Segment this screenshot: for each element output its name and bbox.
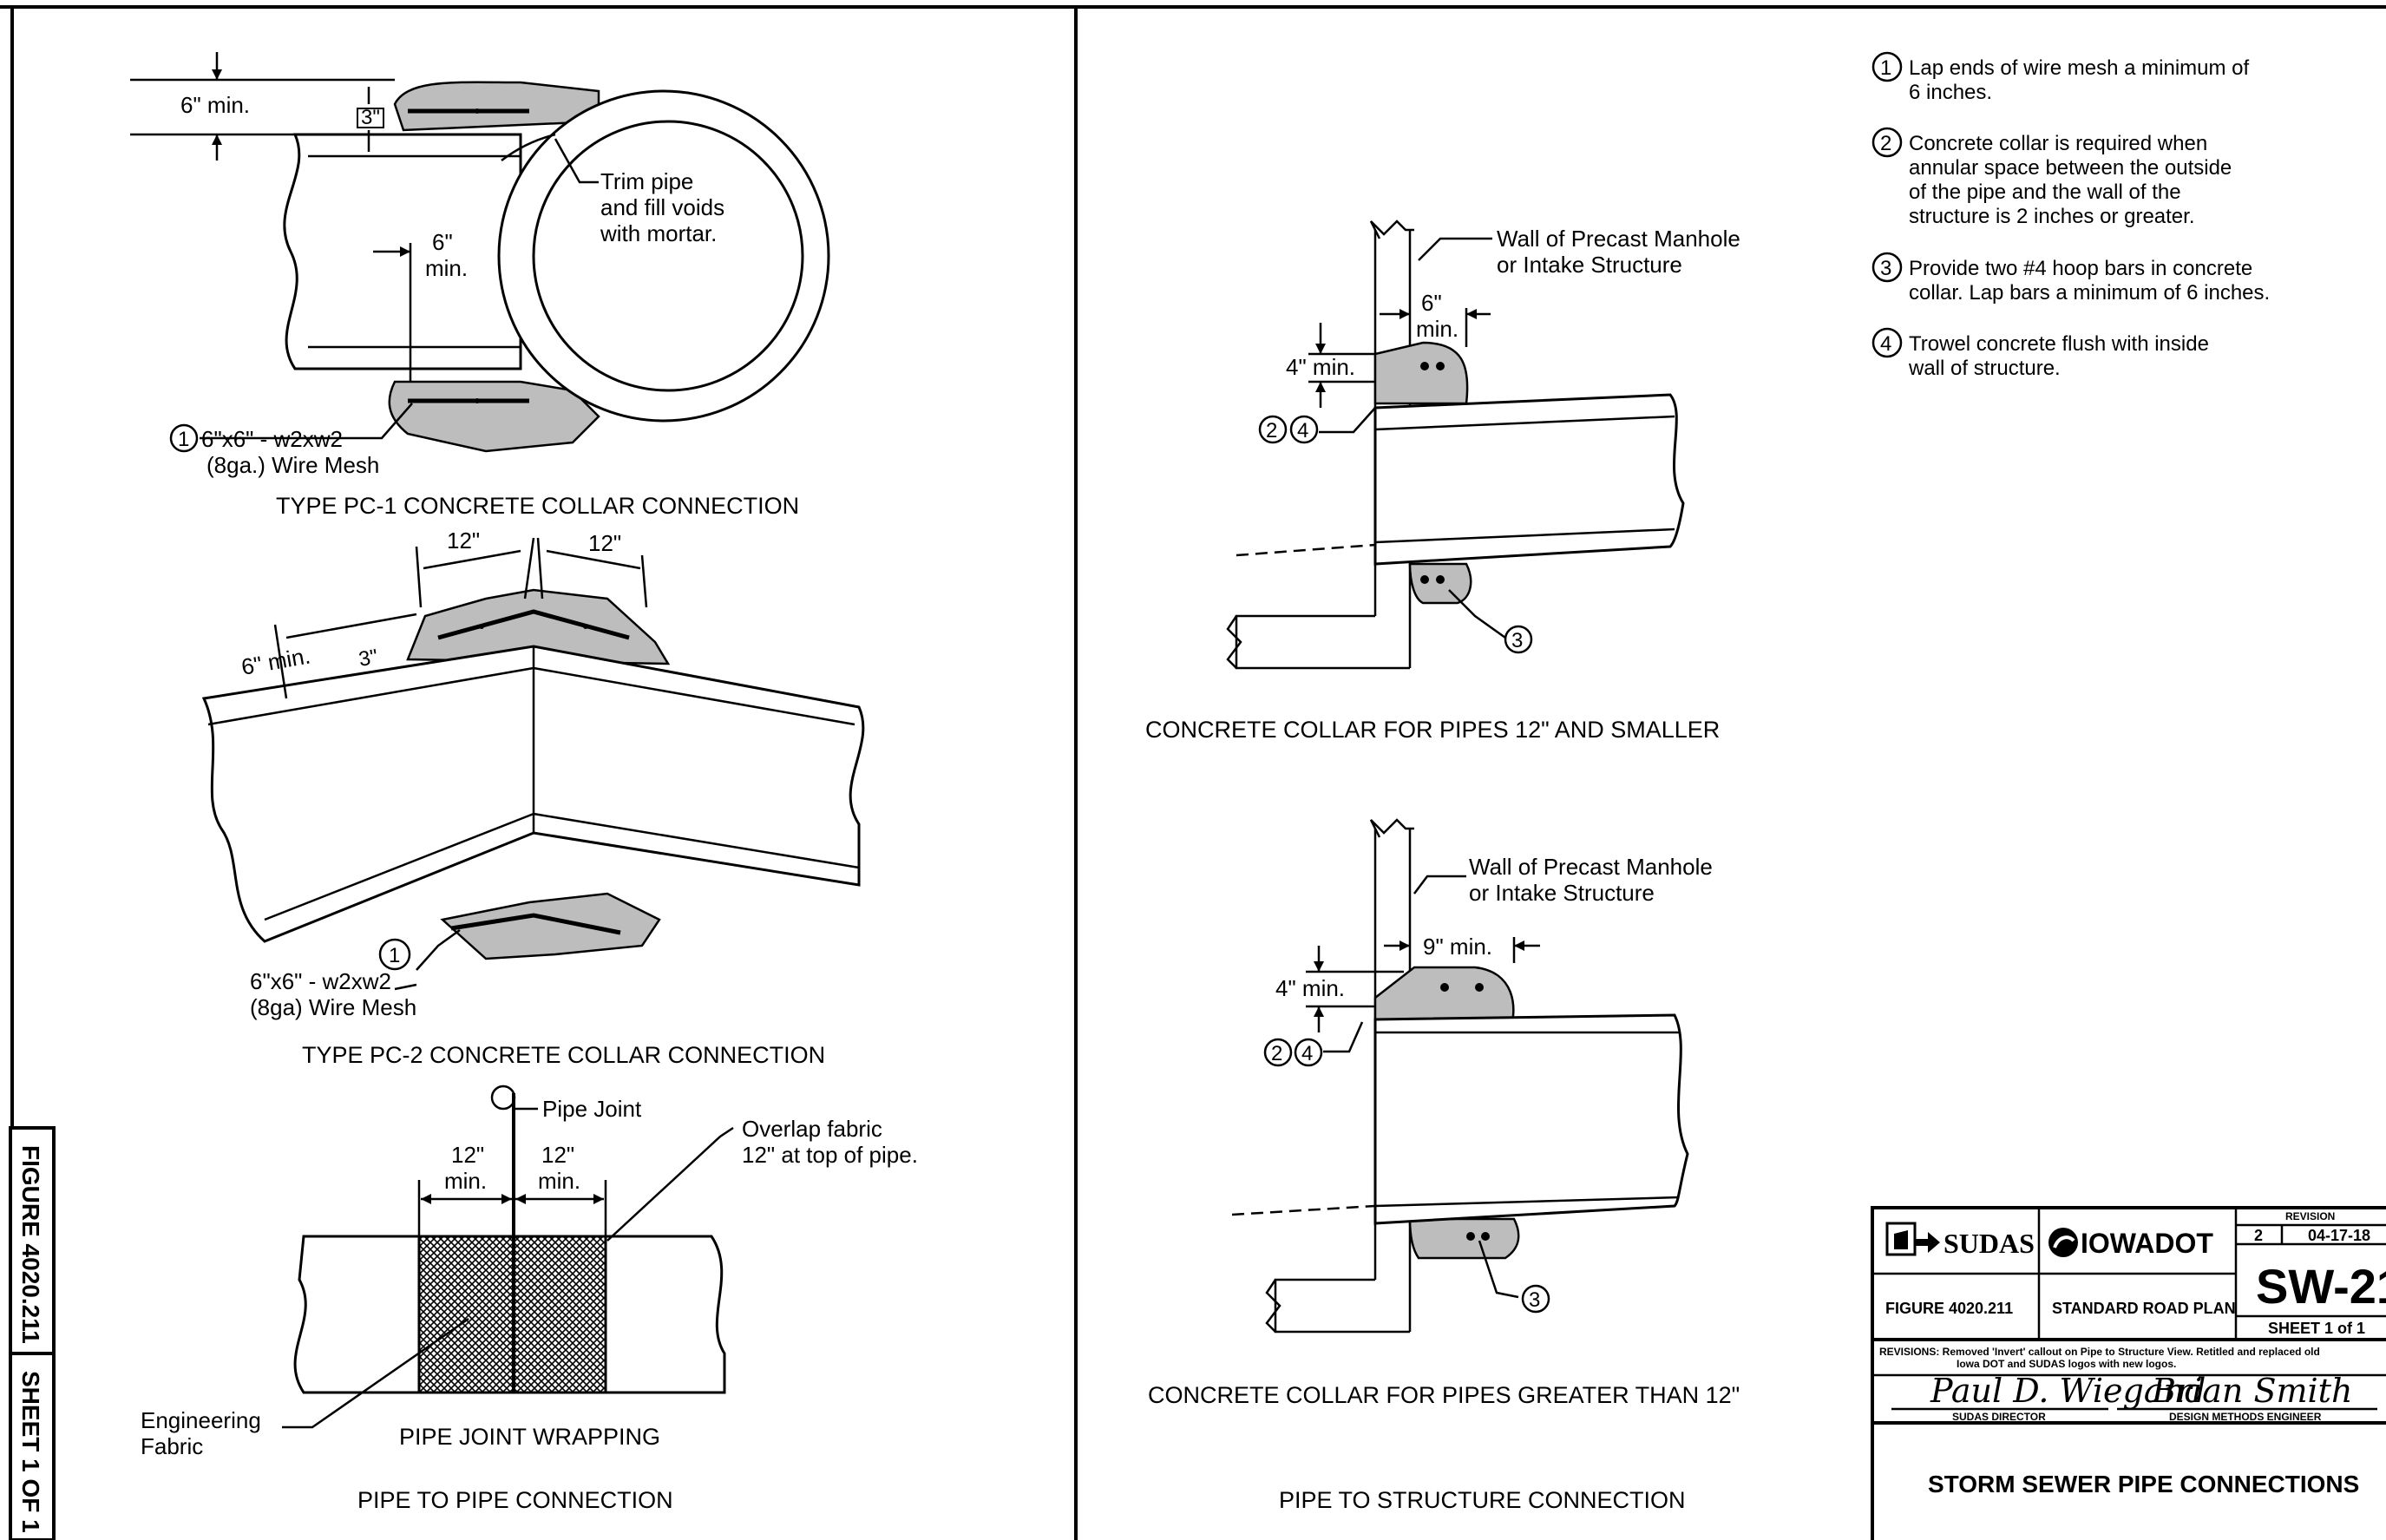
revision-num: 2 [2254,1227,2263,1244]
pc2-mesh-1: 6"x6" - w2xw2 [250,968,391,994]
signature-right: Brian Smith [2151,1372,2352,1410]
note-3-line-1: Provide two #4 hoop bars in concrete [1909,257,2252,280]
pc1-dim-6: 6" [432,229,453,255]
note-1: 1 Lap ends of wire mesh a minimum of 6 i… [1871,51,2250,104]
revision-label: REVISION [2285,1210,2335,1222]
small-c3: 3 [1511,629,1523,652]
pc1-dim-6min: 6" min. [180,92,250,118]
structure-large-detail: Wall of Precast Manhole or Intake Struct… [1148,818,1740,1408]
revisions-line-1: REVISIONS: Removed 'Invert' callout on P… [1879,1346,2320,1358]
small-c4: 4 [1297,419,1308,442]
pc1-callout-1: 1 [178,428,189,451]
note-2-line-1: Concrete collar is required when [1909,132,2207,155]
pc1-mesh-2: (8ga.) Wire Mesh [206,452,379,478]
note-3: 3 Provide two #4 hoop bars in concrete c… [1871,252,2270,305]
pc2-dim-6min: 6" min. [239,642,312,679]
note-2-line-3: of the pipe and the wall of the [1909,180,2181,204]
sidebar-figure: FIGURE 4020.211 [17,1145,44,1344]
wrap-detail: Pipe Joint 12" min. 12" min. Overlap fab… [141,1085,918,1459]
revisions-line-2: Iowa DOT and SUDAS logos with new logos. [1957,1358,2176,1370]
pc1-dim-min: min. [425,255,468,281]
wrap-fabric-2: Fabric [141,1433,203,1459]
role-right: DESIGN METHODS ENGINEER [2169,1411,2322,1423]
note-2-num: 2 [1880,132,1891,155]
pipe-to-structure-title: PIPE TO STRUCTURE CONNECTION [1279,1487,1686,1513]
pc2-dim-3: 3" [357,645,379,672]
note-2-line-2: annular space between the outside [1909,156,2232,180]
sheet-border [0,5,2386,1540]
large-c4: 4 [1301,1042,1313,1065]
structure-small-detail: Wall of Precast Manhole or Intake Struct… [1145,220,1740,743]
sidebar-sheet: SHEET 1 OF 1 [17,1371,44,1533]
figure-number: FIGURE 4020.211 [1885,1300,2013,1317]
large-dim-4min: 4" min. [1275,975,1345,1001]
signature-left: Paul D. Wiegand [1930,1372,2206,1410]
note-1-num: 1 [1880,56,1891,80]
note-4-line-2: wall of structure. [1908,357,2061,380]
pc1-dim-3: 3" [361,106,380,129]
pc2-detail: 12" 12" 6" min. 3" 1 6"x6" - w2xw2 (8ga)… [201,528,865,1068]
large-title: CONCRETE COLLAR FOR PIPES GREATER THAN 1… [1148,1382,1740,1408]
drawing-title: STORM SEWER PIPE CONNECTIONS [1928,1471,2359,1497]
note-3-line-2: collar. Lap bars a minimum of 6 inches. [1909,281,2270,305]
large-c2: 2 [1271,1042,1282,1065]
wrap-dim-12a: 12" [451,1142,484,1168]
pc1-trim-1: Trim pipe [600,168,693,194]
iowadot-text: IOWADOT [2081,1228,2213,1259]
sidebar: FIGURE 4020.211 SHEET 1 OF 1 [9,1126,56,1540]
plan-code: SW-211 [2256,1259,2386,1314]
pc1-mesh-1: 6"x6" - w2xw2 [201,426,343,452]
small-dim-6: 6" [1421,290,1442,316]
wrap-dim-min-a: min. [444,1168,487,1194]
small-dim-4min: 4" min. [1286,354,1355,380]
role-left: SUDAS DIRECTOR [1952,1411,2046,1423]
pipe-to-pipe-title: PIPE TO PIPE CONNECTION [357,1487,673,1513]
note-4: 4 Trowel concrete flush with inside wall… [1871,327,2209,380]
pc2-mesh-2: (8ga) Wire Mesh [250,994,416,1020]
note-1-line-2: 6 inches. [1909,81,1992,104]
small-wall-1: Wall of Precast Manhole [1497,226,1740,252]
large-dim-9min: 9" min. [1423,934,1492,960]
iowadot-logo: IOWADOT [2048,1228,2213,1259]
pc1-trim-2: and fill voids [600,194,724,220]
general-notes: 1 Lap ends of wire mesh a minimum of 6 i… [1871,51,2270,380]
wrap-dim-12b: 12" [541,1142,574,1168]
note-4-num: 4 [1880,332,1891,356]
sudas-text: SUDAS [1944,1228,2035,1259]
note-1-line-1: Lap ends of wire mesh a minimum of [1909,56,2250,80]
small-c2: 2 [1266,419,1277,442]
wrap-overlap-2: 12" at top of pipe. [742,1142,918,1168]
pc1-detail: 6" min. 3" 6" min. Trim pipe and fill vo… [130,52,830,519]
wrap-overlap-1: Overlap fabric [742,1116,882,1142]
wrap-title: PIPE JOINT WRAPPING [399,1424,660,1450]
large-wall-1: Wall of Precast Manhole [1469,854,1713,880]
small-wall-2: or Intake Structure [1497,252,1682,278]
wrap-pipe-joint: Pipe Joint [542,1096,642,1122]
pc2-dim-12a: 12" [447,528,480,554]
sudas-logo: SUDAS [1885,1222,2035,1259]
pc1-title: TYPE PC-1 CONCRETE COLLAR CONNECTION [276,493,799,519]
pc2-title: TYPE PC-2 CONCRETE COLLAR CONNECTION [302,1042,825,1068]
small-title: CONCRETE COLLAR FOR PIPES 12" AND SMALLE… [1145,717,1720,743]
pc2-callout-1: 1 [389,944,400,967]
pc2-dim-12b: 12" [588,530,621,556]
note-2-line-4: structure is 2 inches or greater. [1909,205,2194,228]
small-dim-min: min. [1416,316,1458,342]
title-block: SUDAS IOWADOT REVISION 2 04-17-18 SW-211… [1871,1206,2386,1540]
pc1-trim-3: with mortar. [600,220,717,246]
note-2: 2 Concrete collar is required when annul… [1871,127,2232,228]
sheet-number: SHEET 1 of 1 [2268,1320,2365,1337]
revision-date: 04-17-18 [2308,1227,2370,1244]
large-wall-2: or Intake Structure [1469,880,1655,906]
note-4-line-1: Trowel concrete flush with inside [1909,332,2209,356]
note-3-num: 3 [1880,257,1891,280]
large-c3: 3 [1529,1288,1540,1312]
wrap-fabric-1: Engineering [141,1407,261,1433]
standard-road-plan: STANDARD ROAD PLAN [2052,1300,2236,1317]
wrap-dim-min-b: min. [538,1168,580,1194]
